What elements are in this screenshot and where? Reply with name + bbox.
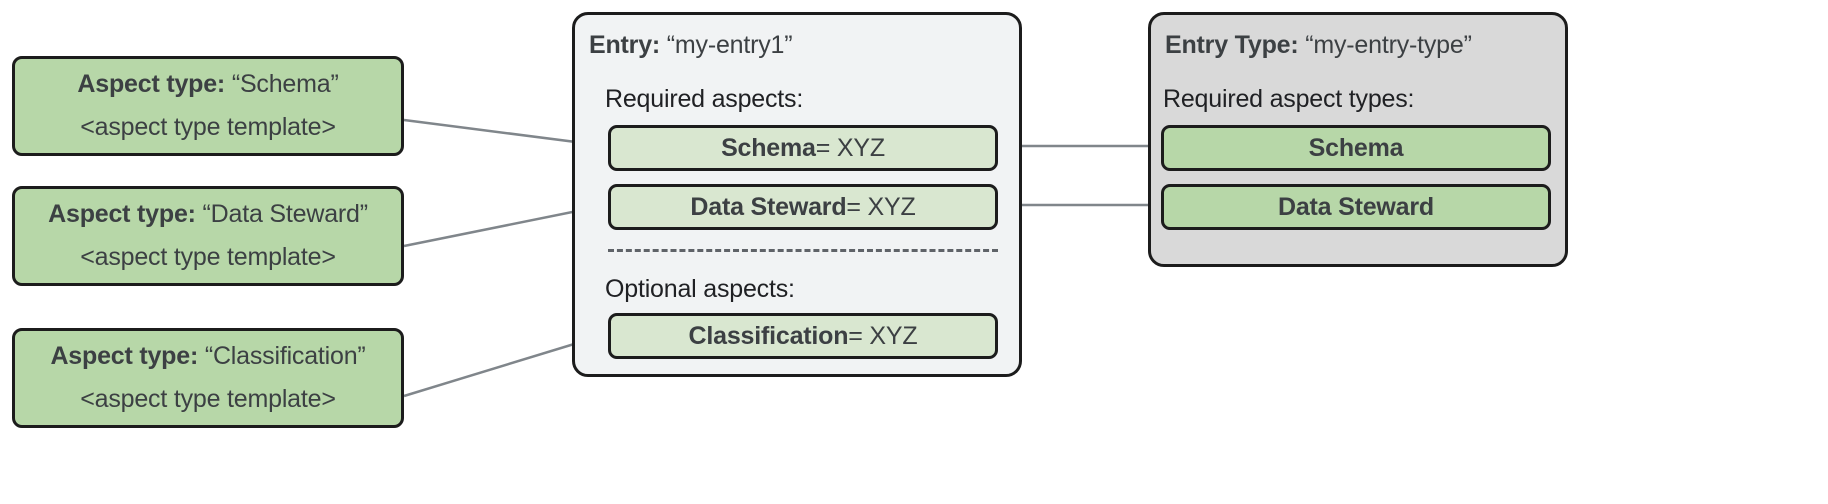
entry-name: “my-entry1” — [666, 31, 793, 59]
aspect-type-template: <aspect type template> — [80, 113, 336, 141]
entry-panel-title: Entry: “my-entry1” — [589, 31, 793, 60]
entry-panel[interactable]: Entry: “my-entry1” Required aspects: Sch… — [572, 12, 1022, 377]
entry-aspect-schema[interactable]: Schema = XYZ — [608, 125, 998, 171]
aspect-type-label: Aspect type: — [50, 342, 199, 370]
aspect-type-card-schema[interactable]: Aspect type: “Schema” <aspect type templ… — [12, 56, 404, 156]
entry-aspect-name: Data Steward — [690, 192, 847, 221]
entry-type-name: “my-entry-type” — [1305, 31, 1472, 59]
entry-type-panel-title: Entry Type: “my-entry-type” — [1165, 31, 1472, 60]
aspect-type-card-classification[interactable]: Aspect type: “Classification” <aspect ty… — [12, 328, 404, 428]
aspect-type-card-data-steward[interactable]: Aspect type: “Data Steward” <aspect type… — [12, 186, 404, 286]
entry-aspect-value: = XYZ — [848, 321, 918, 350]
entry-aspect-name: Schema — [721, 133, 816, 162]
entry-aspect-value: = XYZ — [815, 133, 885, 162]
aspect-type-template: <aspect type template> — [80, 243, 336, 271]
aspect-type-label: Aspect type: — [48, 200, 196, 228]
required-aspects-label: Required aspects: — [605, 85, 804, 113]
entry-type-panel[interactable]: Entry Type: “my-entry-type” Required asp… — [1148, 12, 1568, 267]
aspect-type-name: “Data Steward” — [202, 200, 369, 228]
aspect-type-label: Aspect type: — [77, 70, 226, 98]
required-aspect-types-label: Required aspect types: — [1163, 85, 1415, 113]
entry-label: Entry: — [589, 31, 661, 59]
aspect-type-heading: Aspect type: “Classification” — [50, 342, 365, 371]
entry-type-aspect-data-steward[interactable]: Data Steward — [1161, 184, 1551, 230]
aspect-type-name: “Schema” — [231, 70, 339, 98]
aspect-type-template: <aspect type template> — [80, 385, 336, 413]
required-optional-divider — [608, 249, 998, 252]
aspect-type-heading: Aspect type: “Schema” — [77, 70, 338, 99]
entry-aspect-name: Classification — [688, 321, 849, 350]
entry-type-label: Entry Type: — [1165, 31, 1299, 59]
optional-aspects-label: Optional aspects: — [605, 275, 795, 303]
entry-aspect-classification[interactable]: Classification = XYZ — [608, 313, 998, 359]
entry-type-aspect-schema[interactable]: Schema — [1161, 125, 1551, 171]
aspect-type-name: “Classification” — [204, 342, 366, 370]
aspect-type-heading: Aspect type: “Data Steward” — [48, 200, 368, 229]
entry-aspect-value: = XYZ — [846, 192, 916, 221]
entry-aspect-data-steward[interactable]: Data Steward = XYZ — [608, 184, 998, 230]
